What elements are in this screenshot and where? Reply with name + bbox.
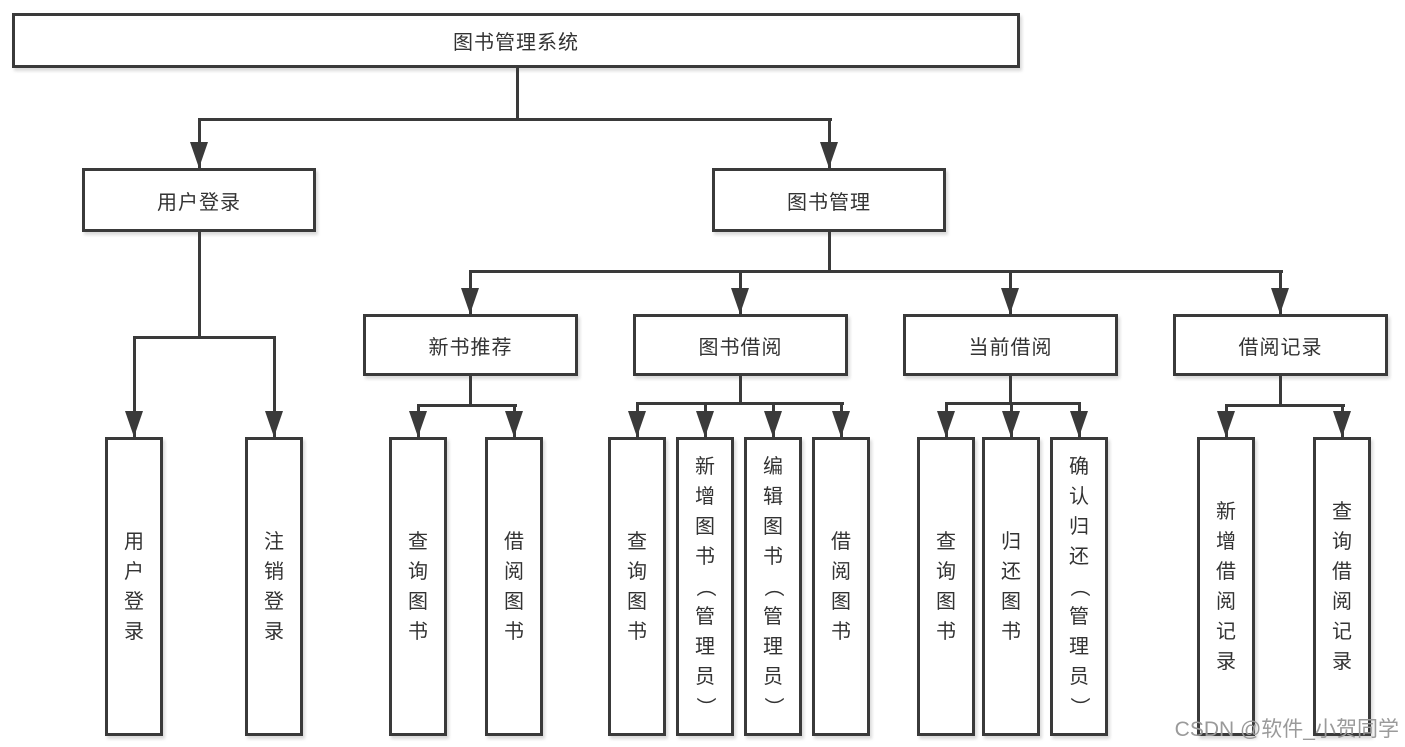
arrow-down-icon	[764, 411, 782, 437]
arrow-down-icon	[505, 411, 523, 437]
leaf-logout: 注销登录	[245, 437, 303, 736]
node-library-management-system: 图书管理系统	[12, 13, 1020, 68]
connector-line	[828, 232, 831, 272]
arrow-down-icon	[696, 411, 714, 437]
arrow-down-icon	[265, 411, 283, 437]
arrow-down-icon	[937, 411, 955, 437]
leaf-query-books: 查询图书	[917, 437, 975, 736]
watermark: CSDN @软件_小贺同学	[1174, 718, 1399, 741]
arrow-down-icon	[820, 142, 838, 168]
node-label: 图书借阅	[698, 336, 783, 359]
leaf-query-borrow-record: 查询借阅记录	[1313, 437, 1371, 736]
arrow-down-icon	[1070, 411, 1088, 437]
connector-line	[945, 402, 1081, 405]
connector-line	[516, 68, 519, 121]
arrow-down-icon	[125, 411, 143, 437]
arrow-down-icon	[190, 142, 208, 168]
connector-line	[133, 336, 276, 339]
leaf-borrow-books: 借阅图书	[485, 437, 543, 736]
connector-line	[469, 270, 1283, 273]
arrow-down-icon	[1271, 288, 1289, 314]
leaf-add-borrow-record: 新增借阅记录	[1197, 437, 1255, 736]
leaf-query-books: 查询图书	[608, 437, 666, 736]
connector-line	[417, 404, 517, 407]
connector-line	[739, 376, 742, 404]
node-book-borrow: 图书借阅	[633, 314, 848, 376]
node-label: 用户登录	[157, 191, 241, 214]
leaf-return-books: 归还图书	[982, 437, 1040, 736]
connector-line	[636, 402, 844, 405]
node-new-book-recommend: 新书推荐	[363, 314, 578, 376]
arrow-down-icon	[1002, 411, 1020, 437]
leaf-query-books: 查询图书	[389, 437, 447, 736]
connector-line	[1279, 376, 1282, 406]
node-label: 图书管理	[787, 191, 871, 214]
leaf-confirm-return-admin: 确认归还（管理员）	[1050, 437, 1108, 736]
arrow-down-icon	[731, 288, 749, 314]
node-label: 当前借阅	[968, 336, 1053, 359]
leaf-user-login: 用户登录	[105, 437, 163, 736]
node-book-management: 图书管理	[712, 168, 946, 232]
arrow-down-icon	[832, 411, 850, 437]
leaf-borrow-books: 借阅图书	[812, 437, 870, 736]
arrow-down-icon	[628, 411, 646, 437]
connector-line	[1225, 404, 1345, 407]
arrow-down-icon	[461, 288, 479, 314]
node-borrow-records: 借阅记录	[1173, 314, 1388, 376]
arrow-down-icon	[1001, 288, 1019, 314]
arrow-down-icon	[409, 411, 427, 437]
connector-line	[198, 232, 201, 338]
node-label: 图书管理系统	[453, 32, 579, 54]
node-current-borrow: 当前借阅	[903, 314, 1118, 376]
connector-line	[273, 338, 276, 437]
connector-line	[133, 338, 136, 437]
node-label: 借阅记录	[1238, 336, 1323, 359]
leaf-edit-book-admin: 编辑图书（管理员）	[744, 437, 802, 736]
arrow-down-icon	[1333, 411, 1351, 437]
node-user-login: 用户登录	[82, 168, 316, 232]
connector-line	[469, 376, 472, 406]
connector-line	[198, 118, 832, 121]
connector-line	[1009, 376, 1012, 404]
arrow-down-icon	[1217, 411, 1235, 437]
leaf-add-book-admin: 新增图书（管理员）	[676, 437, 734, 736]
node-label: 新书推荐	[428, 336, 513, 359]
